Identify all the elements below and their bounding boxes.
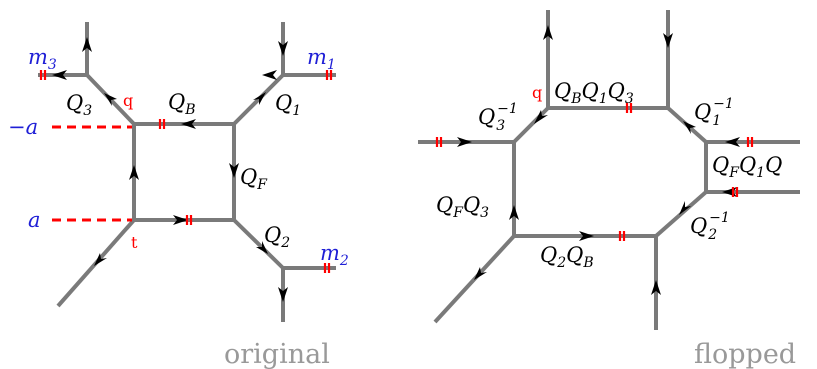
label-QBQ1Q3: QBQ1Q3 bbox=[554, 79, 634, 107]
arrow-top-horizontal-left bbox=[181, 119, 196, 129]
arrow-bottom-horizontal-right bbox=[173, 215, 188, 225]
label-QF: QF bbox=[240, 165, 268, 193]
arrow-bottom-left-leg-flopped bbox=[474, 267, 487, 280]
label-m3: m3 bbox=[28, 45, 57, 73]
arrow-top-left-stub-up bbox=[82, 37, 92, 52]
label-Q2QB: Q2QB bbox=[540, 243, 594, 271]
arrow-left-upper bbox=[534, 110, 548, 124]
arrow-q3-diagonal bbox=[104, 93, 117, 106]
caption-flopped: flopped bbox=[694, 339, 796, 369]
arrow-m3-stub-left bbox=[52, 70, 67, 80]
edge-right-lower bbox=[654, 190, 708, 238]
label-m2: m2 bbox=[320, 241, 349, 269]
label-Q1: Q1 bbox=[275, 91, 301, 119]
tick-m1 bbox=[325, 70, 333, 80]
label-t: t bbox=[131, 233, 138, 252]
tick-right-upper-leg bbox=[746, 137, 754, 147]
arrow-bottom-left-leg bbox=[94, 253, 107, 266]
arrow-left-vertical-up bbox=[129, 165, 139, 180]
tick-bottom-horizontal-flopped bbox=[618, 231, 626, 241]
arrow-right-lower bbox=[679, 201, 691, 215]
tick-right-lower-leg bbox=[731, 187, 739, 197]
edge-q1-diagonal bbox=[232, 73, 285, 126]
label-Q2-inverse: Q2−1 bbox=[690, 210, 730, 243]
flopped-web: Q3−1 QBQ1Q3 Q1−1 QFQ1Q QFQ3 Q2−1 Q2QB q … bbox=[418, 10, 800, 369]
label-QB: QB bbox=[168, 90, 196, 118]
label-Q2: Q2 bbox=[264, 223, 290, 251]
edge-q2-diagonal bbox=[232, 218, 285, 270]
label-QFQ1Q2: QFQ1Q bbox=[712, 153, 782, 181]
arrow-bottom-horizontal-right-flopped bbox=[579, 231, 594, 241]
label-QFQ3: QFQ3 bbox=[436, 193, 489, 221]
original-web: m3 m1 m2 −a a Q3 QB Q1 QF Q2 q t origina… bbox=[8, 22, 349, 369]
arrow-bottom-right-stub-down bbox=[278, 287, 288, 302]
arrow-right-upper bbox=[683, 121, 696, 134]
label-m1: m1 bbox=[307, 45, 336, 73]
label-q-original: q bbox=[123, 91, 133, 110]
arrow-top-right-leg-down bbox=[663, 33, 673, 48]
caption-original: original bbox=[224, 339, 330, 369]
arrow-q2-diagonal bbox=[256, 241, 268, 254]
tick-m3 bbox=[39, 70, 47, 80]
arrow-right-vertical-down bbox=[229, 163, 239, 178]
tick-top-horizontal-flopped bbox=[625, 103, 633, 113]
label-q-flopped: q bbox=[532, 83, 542, 102]
label-Q3-inverse: Q3−1 bbox=[478, 101, 518, 134]
tick-left-horizontal-leg bbox=[435, 137, 443, 147]
arrow-q1-diagonal bbox=[253, 92, 266, 105]
arrow-m1-stub-left bbox=[262, 70, 277, 80]
label-Q3: Q3 bbox=[66, 91, 92, 119]
tick-top-horizontal bbox=[158, 119, 166, 129]
tick-m2 bbox=[323, 263, 331, 273]
arrow-left-vertical-up-flopped bbox=[509, 205, 519, 220]
arrow-top-left-leg-up bbox=[543, 25, 553, 40]
arrow-bottom-leg-up bbox=[651, 280, 661, 295]
label-neg-a: −a bbox=[8, 115, 38, 139]
arrow-top-right-stub-down bbox=[278, 41, 288, 56]
arrow-right-upper-leg bbox=[725, 137, 740, 147]
tick-bottom-horizontal bbox=[185, 215, 193, 225]
edge-left-upper bbox=[512, 106, 550, 144]
arrow-left-horizontal-leg bbox=[457, 137, 472, 147]
label-Q1-inverse: Q1−1 bbox=[694, 96, 734, 129]
label-a: a bbox=[28, 208, 41, 232]
